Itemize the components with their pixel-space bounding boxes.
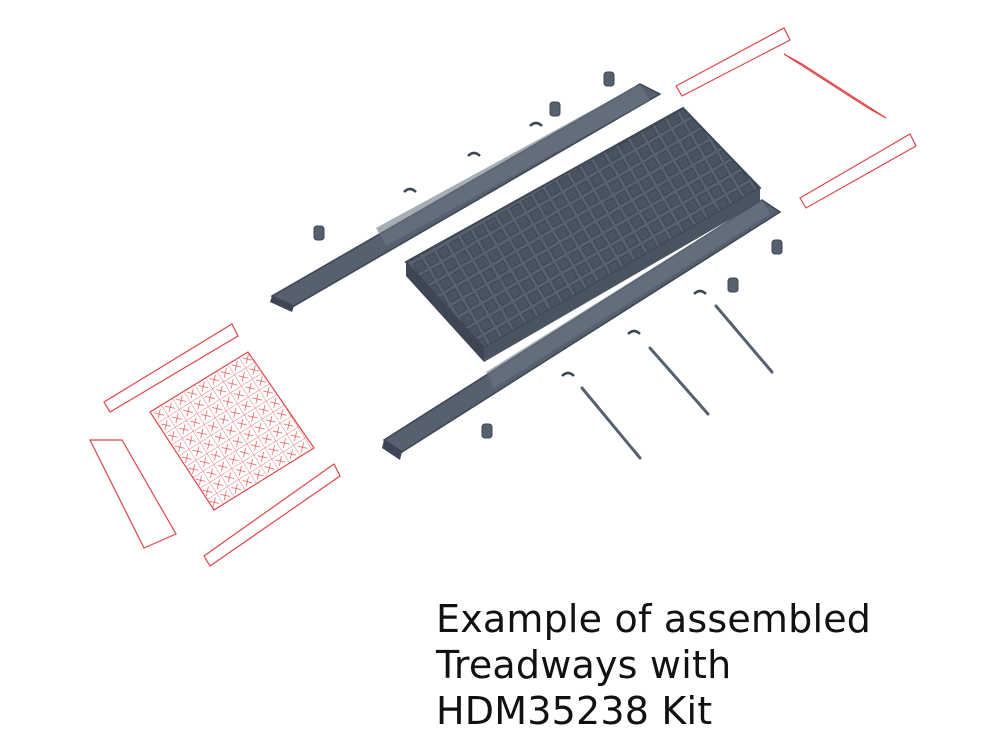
left-etch-grid bbox=[149, 351, 315, 511]
upper-right-trim-a bbox=[675, 27, 791, 97]
rod-2 bbox=[648, 346, 710, 416]
caption-block: Example of assembled Treadways with HDM3… bbox=[436, 596, 996, 734]
lower-left-trim-a bbox=[103, 323, 239, 413]
caption-line-1: Example of assembled bbox=[436, 597, 872, 641]
upper-right-trim-b bbox=[799, 133, 917, 209]
rod-1 bbox=[714, 304, 774, 374]
caption-line-3: HDM35238 Kit bbox=[436, 689, 713, 733]
lower-side-rail bbox=[382, 199, 782, 460]
photo-etch-upper-right bbox=[675, 27, 917, 209]
lower-left-ladder bbox=[89, 439, 177, 549]
photo-etch-lower-left bbox=[89, 323, 341, 567]
clip-parts bbox=[313, 71, 783, 439]
lower-left-trim-b bbox=[203, 463, 341, 567]
central-grating-panel bbox=[404, 106, 762, 362]
upper-right-ladder bbox=[783, 53, 887, 119]
rod-3 bbox=[580, 386, 642, 460]
rods bbox=[580, 304, 774, 460]
caption-line-2: Treadways with bbox=[436, 643, 732, 687]
upper-side-rail bbox=[270, 83, 662, 312]
